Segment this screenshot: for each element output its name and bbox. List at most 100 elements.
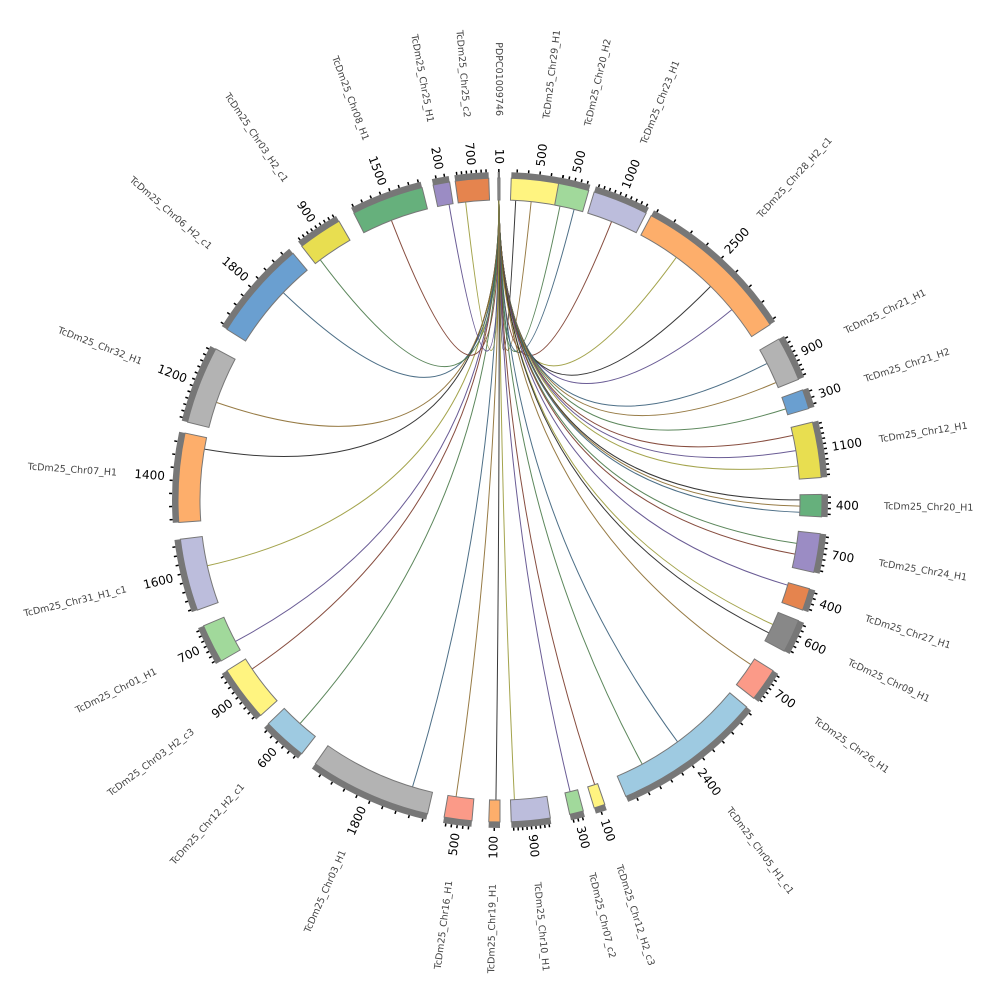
segment-band[interactable] bbox=[353, 186, 429, 234]
tick-mark bbox=[586, 180, 589, 185]
segment-band[interactable] bbox=[488, 799, 501, 823]
tick-mark bbox=[310, 228, 314, 232]
segment-label: TcDm25_Chr21_H2 bbox=[862, 347, 951, 386]
segment-band[interactable] bbox=[735, 658, 774, 699]
segment-band[interactable] bbox=[587, 191, 647, 234]
tick-mark bbox=[239, 701, 243, 705]
tick-mark bbox=[670, 779, 674, 783]
segment-band[interactable] bbox=[509, 795, 551, 823]
tick-track bbox=[569, 811, 585, 821]
segment-band[interactable] bbox=[587, 783, 606, 809]
segment-band[interactable] bbox=[432, 181, 454, 208]
segment-band[interactable] bbox=[301, 220, 351, 265]
tick-mark bbox=[647, 792, 651, 796]
tick-mark bbox=[203, 645, 207, 649]
tick-mark bbox=[656, 208, 660, 213]
tick-mark bbox=[787, 340, 791, 344]
tick-track bbox=[802, 588, 816, 613]
tick-mark bbox=[251, 716, 255, 720]
segment-band[interactable] bbox=[497, 177, 501, 201]
tick-mark bbox=[182, 591, 186, 594]
segment-band[interactable] bbox=[267, 707, 317, 755]
link-chord bbox=[412, 200, 500, 788]
tick-mark bbox=[768, 687, 772, 691]
segment-band[interactable] bbox=[640, 215, 771, 338]
tick-mark bbox=[792, 349, 796, 353]
segment-label: TcDm25_Chr16_H1 bbox=[433, 880, 456, 971]
tick-mark bbox=[802, 372, 807, 376]
segment-label: TcDm25_Chr28_H2_c1 bbox=[755, 135, 835, 221]
tick-mark bbox=[342, 788, 346, 792]
segment-band[interactable] bbox=[177, 432, 208, 523]
tick-mark bbox=[330, 781, 334, 785]
tick-mark bbox=[421, 818, 424, 822]
segment-band[interactable] bbox=[554, 182, 590, 213]
segment-band[interactable] bbox=[179, 536, 219, 611]
tick-mark bbox=[367, 800, 371, 805]
tick-track bbox=[488, 821, 500, 828]
tick-label: 1800 bbox=[219, 254, 251, 285]
segment-band[interactable] bbox=[202, 616, 241, 662]
tick-mark bbox=[292, 755, 296, 759]
segment-band[interactable] bbox=[790, 421, 822, 480]
segment-band[interactable] bbox=[226, 658, 278, 717]
tick-mark bbox=[821, 564, 825, 567]
tick-mark bbox=[220, 675, 224, 679]
tick-mark bbox=[314, 225, 318, 229]
link-chord bbox=[498, 200, 752, 666]
tick-mark bbox=[636, 797, 639, 802]
tick-mark bbox=[297, 237, 301, 241]
tick-mark bbox=[608, 187, 612, 192]
tick-mark bbox=[173, 555, 177, 558]
tick-mark bbox=[407, 181, 410, 186]
segment-band[interactable] bbox=[791, 530, 821, 574]
tick-mark bbox=[247, 284, 252, 288]
tick-mark bbox=[322, 219, 326, 223]
segment-band[interactable] bbox=[759, 338, 800, 389]
segment-band[interactable] bbox=[781, 582, 811, 611]
segment-band[interactable] bbox=[314, 745, 434, 815]
tick-label: 600 bbox=[802, 635, 829, 657]
segment-band[interactable] bbox=[781, 389, 810, 416]
segment-band[interactable] bbox=[454, 177, 491, 204]
segment-label: PDPC01009746 bbox=[493, 42, 504, 116]
links-layer bbox=[204, 200, 801, 800]
link-chord bbox=[498, 200, 774, 625]
tick-mark bbox=[712, 749, 716, 753]
tick-mark bbox=[765, 691, 769, 695]
segment-band[interactable] bbox=[616, 692, 748, 798]
segment-label: TcDm25_Chr08_H1 bbox=[329, 54, 371, 143]
segment-band[interactable] bbox=[799, 493, 823, 518]
segment-band[interactable] bbox=[564, 789, 584, 815]
segment-label: TcDm25_Chr03_H2_c1 bbox=[221, 90, 290, 184]
segment-band[interactable] bbox=[226, 252, 308, 342]
segment-label: TcDm25_Chr26_H1 bbox=[811, 715, 891, 776]
tick-mark bbox=[263, 267, 267, 271]
segment-label: TcDm25_Chr01_H1 bbox=[73, 666, 159, 716]
segment-band[interactable] bbox=[443, 794, 475, 822]
tick-mark bbox=[822, 442, 827, 445]
segment-band[interactable] bbox=[764, 611, 800, 652]
tick-mark bbox=[819, 426, 824, 429]
